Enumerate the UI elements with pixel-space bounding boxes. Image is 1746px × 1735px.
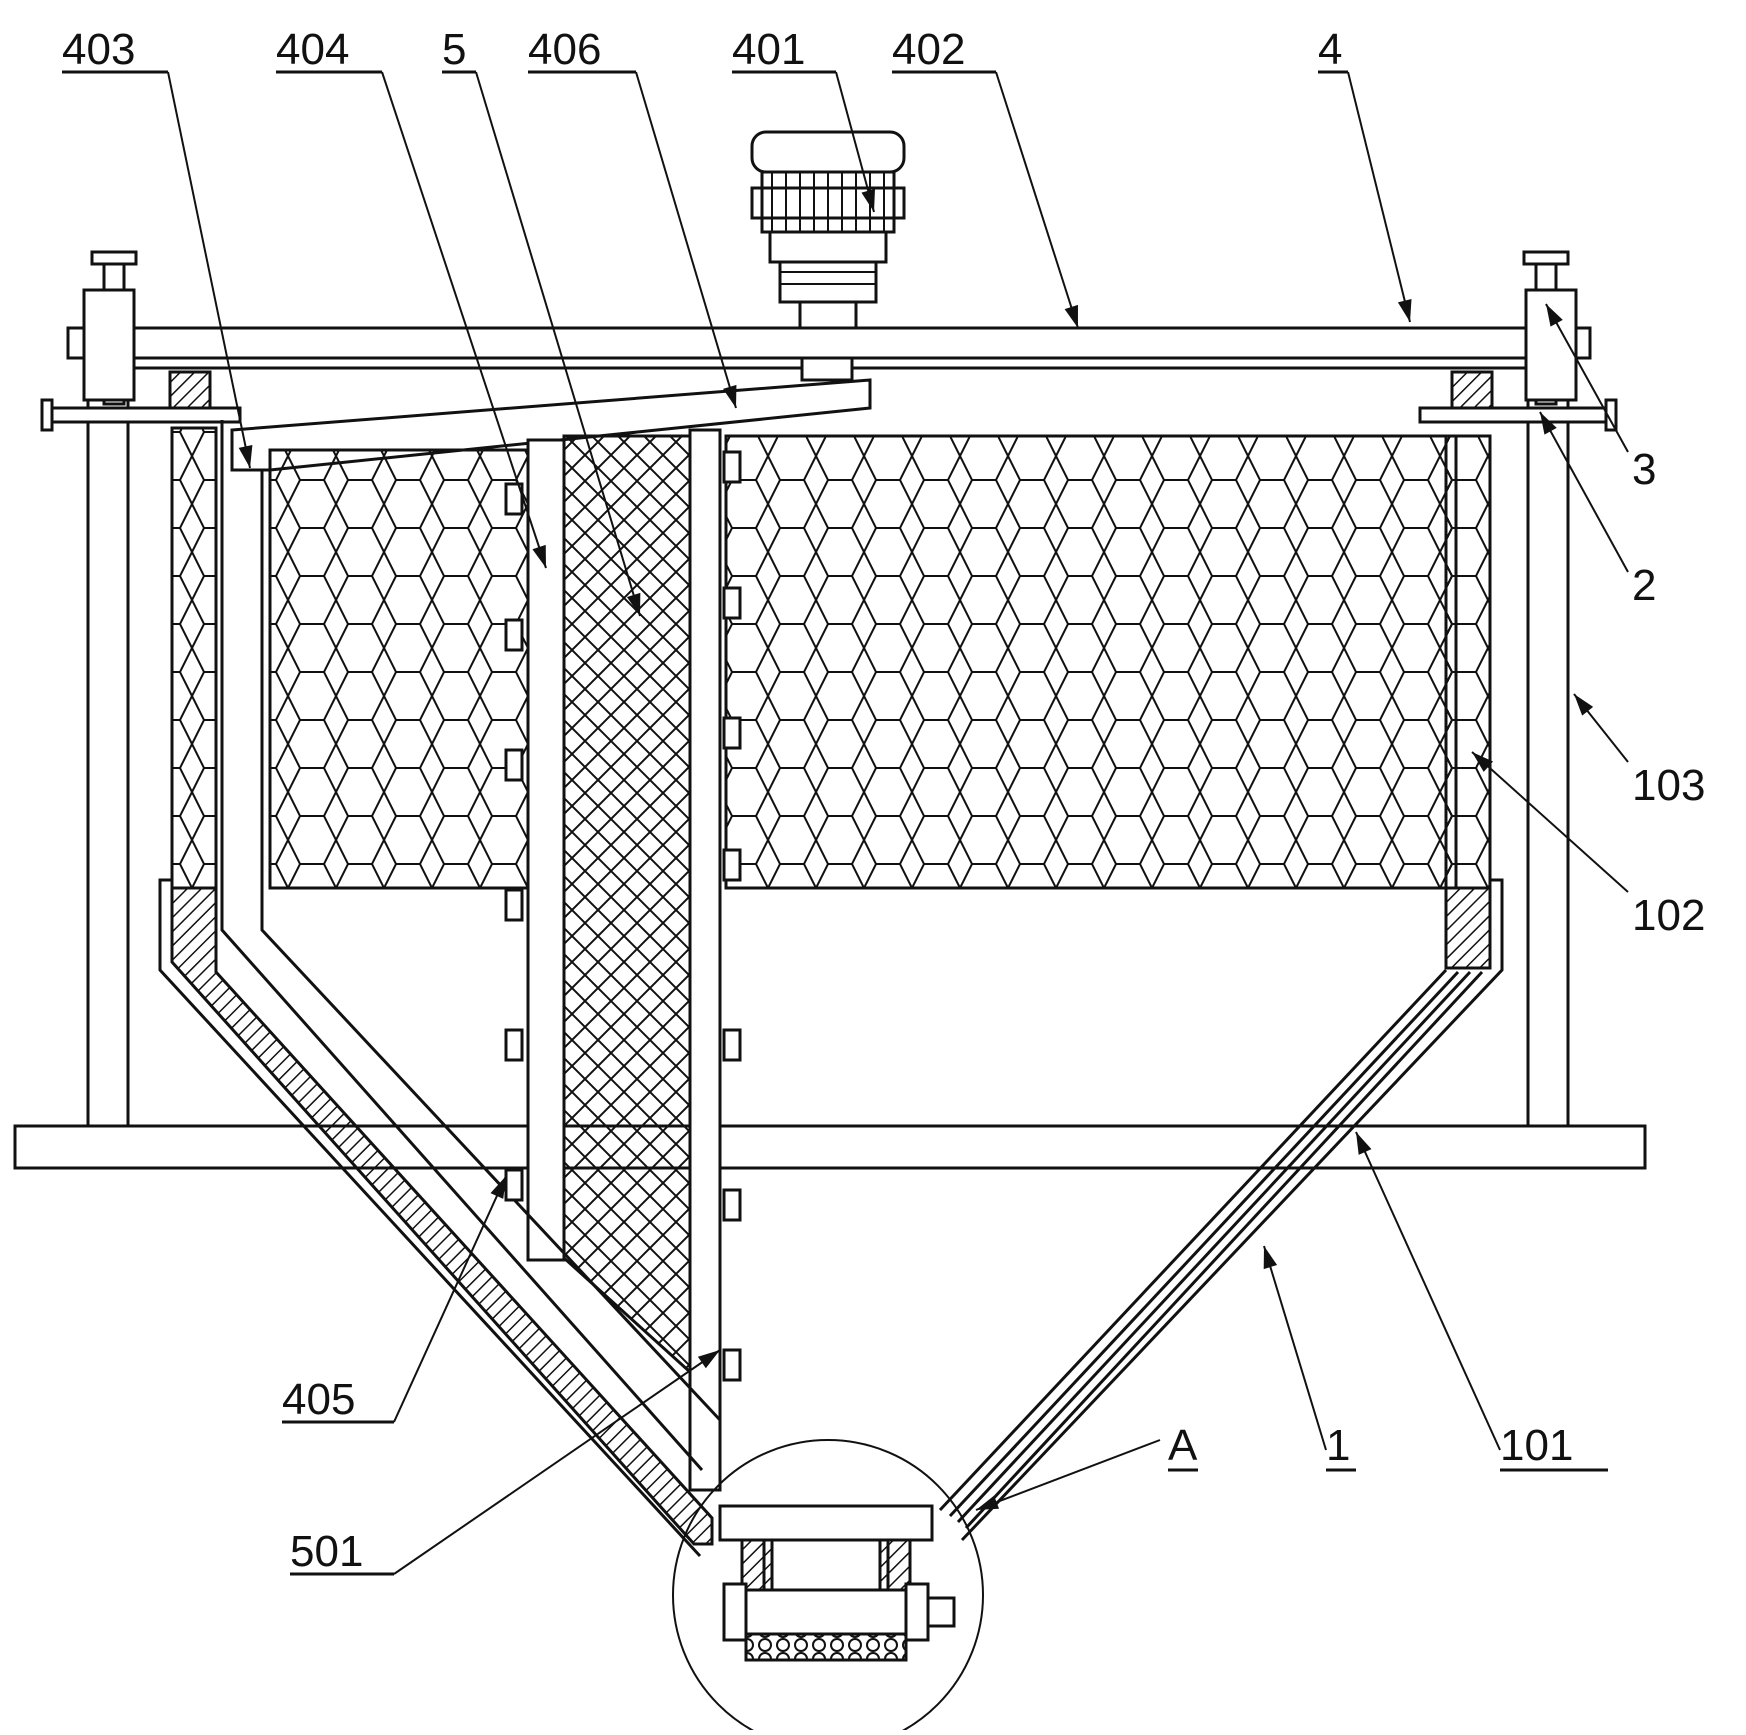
leader-line-7: [1545, 303, 1629, 453]
hook-right-2: [722, 716, 742, 750]
label-403: 403: [62, 25, 135, 74]
leader-line-12: [1263, 1245, 1327, 1451]
hook-left-1: [504, 618, 524, 652]
leader-arrow-10: [1472, 752, 1494, 772]
label-3: 3: [1632, 445, 1656, 494]
label-5: 5: [442, 25, 466, 74]
hook-left-2: [504, 748, 524, 782]
tube-left: [526, 438, 566, 1262]
hook-right-3: [722, 848, 742, 882]
leader-arrow-11: [1356, 1132, 1372, 1155]
leader-arrow-3: [723, 384, 737, 408]
leader-arrow-2: [626, 592, 641, 616]
right-post: [1526, 390, 1570, 1128]
hook-right-1: [722, 586, 742, 620]
leader-line-11: [1355, 1131, 1501, 1451]
hook-right-4: [722, 1028, 742, 1062]
cone-right-block: [1444, 886, 1492, 970]
leader-arrow-12: [1263, 1246, 1278, 1270]
leader-line-2: [475, 71, 641, 617]
leader-line-3: [635, 71, 737, 409]
hooks: [504, 450, 742, 1382]
leader-arrow-13: [976, 1495, 1000, 1510]
right-clamp: [1418, 250, 1618, 432]
callout-labels: 403 404 5 406 401 402 4 3 2 103 102 101 …: [62, 25, 1705, 1576]
leader-line-14: [393, 1349, 721, 1575]
top-beam: [66, 326, 1592, 360]
leader-line-15: [393, 1175, 507, 1423]
leader-line-8: [1539, 411, 1629, 573]
leader-line-0: [167, 71, 251, 469]
label-A: A: [1168, 1421, 1198, 1470]
center-column: [562, 434, 692, 1376]
leader-arrow-6: [1397, 298, 1412, 322]
right-filter-pad: [1444, 434, 1492, 890]
label-401: 401: [732, 25, 805, 74]
leader-arrow-7: [1546, 304, 1563, 327]
left-block: [168, 370, 212, 410]
label-2: 2: [1632, 561, 1656, 610]
coupling: [800, 356, 854, 382]
right-filter-mesh: [724, 434, 1458, 890]
tube-right: [688, 428, 722, 1492]
label-501: 501: [290, 1527, 363, 1576]
label-1: 1: [1326, 1421, 1350, 1470]
leader-arrow-0: [238, 445, 253, 468]
label-404: 404: [276, 25, 349, 74]
outlet-roller: [740, 1588, 912, 1636]
cone-left-wall: [170, 886, 714, 1546]
leader-arrow-4: [861, 188, 875, 212]
base-plate: [13, 1124, 1647, 1170]
left-filter-pad: [170, 426, 218, 890]
left-clamp: [40, 250, 242, 432]
leader-line-6: [1347, 71, 1411, 323]
label-406: 406: [528, 25, 601, 74]
label-402: 402: [892, 25, 965, 74]
leader-arrow-5: [1064, 304, 1078, 328]
leader-line-1: [381, 71, 547, 569]
leader-arrow-14: [697, 1350, 720, 1369]
outlet-filter: [744, 1632, 908, 1662]
leader-lines: [62, 70, 1629, 1576]
leader-arrow-8: [1540, 412, 1557, 435]
leader-line-13: [975, 1439, 1161, 1511]
right-block: [1450, 370, 1494, 410]
label-4: 4: [1318, 25, 1342, 74]
detail-circle-a: [672, 1439, 984, 1735]
hook-left-5: [504, 1168, 524, 1202]
outlet-flange: [718, 1504, 934, 1542]
hook-left-3: [504, 888, 524, 922]
hook-right-5: [722, 1188, 742, 1222]
hook-left-4: [504, 1028, 524, 1062]
hook-left-0: [504, 482, 524, 516]
label-101: 101: [1500, 1421, 1573, 1470]
hook-right-6: [722, 1348, 742, 1382]
label-103: 103: [1632, 761, 1705, 810]
side-rod: [220, 420, 704, 1471]
leader-arrow-9: [1574, 694, 1594, 716]
motor: [750, 130, 906, 330]
cone-right-wall: [938, 968, 1484, 1530]
leader-line-10: [1471, 751, 1629, 893]
left-filter-mesh: [268, 448, 530, 890]
leader-line-4: [835, 71, 875, 213]
hook-right-0: [722, 450, 742, 484]
leader-arrow-1: [532, 544, 546, 568]
label-405: 405: [282, 1375, 355, 1424]
left-post: [86, 390, 130, 1128]
label-102: 102: [1632, 891, 1705, 940]
leader-arrow-15: [490, 1176, 506, 1199]
leader-line-5: [995, 71, 1079, 329]
